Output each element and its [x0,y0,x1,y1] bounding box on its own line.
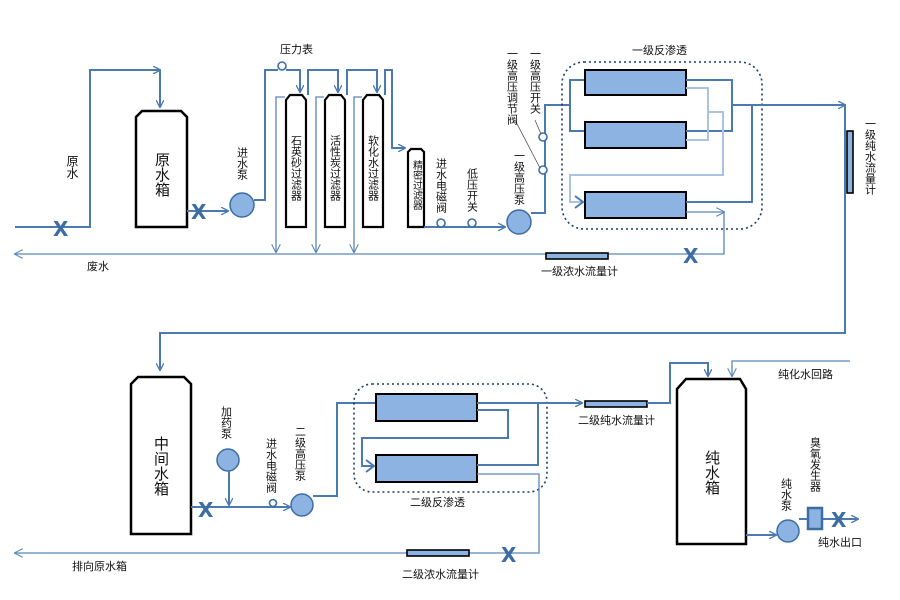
pipe-pump-to-header [254,69,278,201]
stage2-concentrate-flowmeter-label: 二级浓水流量计 [402,567,479,581]
stage1-membrane-2[interactable] [584,121,687,149]
backwash-line-3 [354,96,362,252]
stage1-ro-group [561,61,763,230]
waste-water-label: 废水 [87,259,109,273]
pure-water-pump-label: 纯水泵 [780,478,793,511]
inlet-pump[interactable] [229,192,255,218]
stage2-pure-flowmeter-label: 二级纯水流量计 [578,413,655,427]
to-raw-tank-label: 排向原水箱 [72,559,127,573]
pipe-carbon-to-softener [346,69,377,95]
pipe-hp-to-ro [531,104,568,214]
pipe-softener-to-precision [384,69,405,148]
intermediate-outlet-valve-icon[interactable]: X [198,498,214,522]
stage1-hp-regulating-valve-label: 一级高压调节阀 [506,48,519,126]
pipe-stage2-series [361,409,509,467]
precision-filter-label: 精密过滤器 [411,159,423,211]
pure-water-loop-label: 纯化水回路 [778,367,833,381]
pure-water-outlet-label: 纯水出口 [818,535,862,549]
pressure-gauge-label: 压力表 [280,42,313,56]
pipe-to-quartz [286,69,300,92]
raw-water-inlet-pipe [15,70,160,228]
stage1-hp-switch-icon[interactable] [538,132,548,142]
pure-water-pump[interactable] [776,519,800,543]
pure-water-loop-return [732,360,850,376]
pressure-gauge-icon [277,61,287,71]
stage2-membrane-2[interactable] [375,454,478,483]
raw-water-tank[interactable] [134,109,189,229]
stage1-concentrate-flowmeter [545,252,609,260]
backwash-line-1 [276,96,285,252]
quartz-sand-filter[interactable] [284,93,308,229]
stage1-pure-flowmeter-label: 一级纯水流量计 [864,118,877,196]
inlet-solenoid-valve-label: 进水电磁阀 [435,158,448,214]
pipe-ro1-feed [568,79,585,132]
intermediate-water-tank[interactable] [129,375,193,536]
stage2-membrane-1[interactable] [375,393,478,422]
stage1-hp-pump-label: 一级高压泵 [513,150,526,205]
pipe-quartz-to-carbon [307,69,338,95]
pipe-concentrate-12 [686,87,709,141]
stage1-hp-pump[interactable] [506,209,532,235]
stage1-hp-switch-label: 一级高压开关 [529,48,542,115]
stage1-hp-regulating-valve-icon[interactable] [538,165,548,175]
stage1-concentrate-flowmeter-label: 一级浓水流量计 [541,264,618,278]
pure-water-tank-label: 纯水箱 [703,450,721,495]
quartz-sand-filter-label: 石英砂过滤器 [290,135,303,202]
pipe-hp2-to-ro [313,402,376,497]
arrow [574,195,585,209]
raw-water-tank-label: 原水箱 [153,152,171,197]
stage2-hp-pump[interactable] [290,493,314,517]
stage1-concentrate-valve-icon[interactable]: X [683,244,699,268]
backwash-line-2 [316,96,324,252]
activated-carbon-filter-label: 活性炭过滤器 [329,135,342,202]
waste-water-line [15,212,725,254]
pipe-stage2-permeate-2 [477,403,539,466]
pipe-concentrate-to-3 [569,111,724,203]
leader-line [514,119,541,169]
stage2-concentrate-flowmeter [406,549,470,557]
outlet-valve-icon[interactable]: X [831,508,847,532]
stage1-pure-flowmeter [846,130,854,194]
stage2-concentrate-valve-icon[interactable]: X [501,543,517,567]
pipe-stage1-to-intermediate [160,104,846,370]
ozone-generator-label: 臭氧发生器 [809,436,822,493]
leader-line [534,119,542,135]
stage1-membrane-1[interactable] [584,69,687,96]
stage1-ro-label: 一级反渗透 [632,43,687,57]
softener-filter[interactable] [361,93,385,229]
pipe-stage2-concentrate [15,473,540,553]
stage2-pure-flowmeter [584,400,648,408]
inlet-solenoid-valve-2-label: 进水电磁阀 [265,438,278,494]
activated-carbon-filter[interactable] [323,93,347,229]
stage2-ro-label: 二级反渗透 [410,495,465,509]
low-pressure-switch-icon[interactable] [467,218,477,228]
raw-water-label: 原水 [65,155,79,179]
pipe-permeate-3 [686,105,753,203]
stage2-hp-pump-label: 二级高压泵 [294,426,307,481]
dosing-pump-label: 加药泵 [220,406,233,439]
pure-water-tank[interactable] [675,377,748,546]
arrow [365,459,376,473]
tank-outlet-valve-icon[interactable]: X [191,200,207,224]
inlet-pump-label: 进水泵 [236,147,249,180]
pipe-to-pure-tank [647,362,708,404]
ozone-generator[interactable] [806,506,824,531]
raw-water-valve-icon[interactable]: X [53,217,69,241]
softener-filter-label: 软化水过滤器 [367,134,380,202]
precision-filter[interactable] [406,147,426,229]
stage2-ro-group [353,383,548,493]
stage1-membrane-3[interactable] [584,191,687,219]
inlet-solenoid-valve-icon[interactable] [436,218,446,228]
intermediate-tank-label: 中间水箱 [152,436,170,496]
inlet-solenoid-valve-2-icon[interactable] [268,498,278,508]
low-pressure-switch-label: 低压开关 [466,168,479,213]
dosing-pump[interactable] [216,448,240,472]
